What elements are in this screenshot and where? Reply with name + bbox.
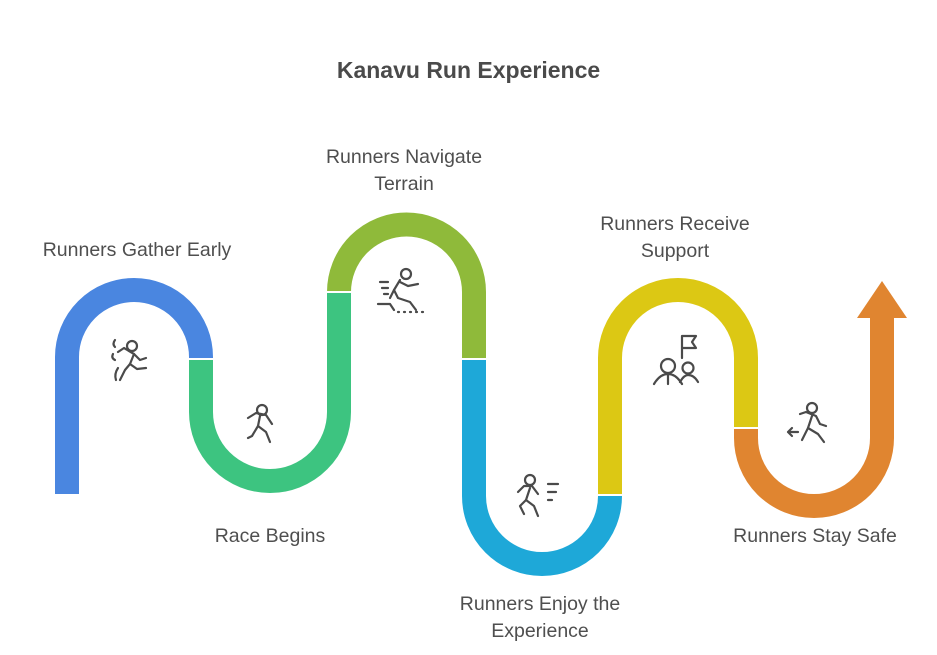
path-segment-race-begins <box>189 292 351 493</box>
path-segment-gather-early <box>55 278 213 494</box>
step-label-text: Runners Receive <box>600 213 750 235</box>
step-label-navigate-terrain: Runners Navigate Terrain <box>294 144 514 198</box>
step-label-race-begins: Race Begins <box>190 523 350 550</box>
runner-speed-icon <box>516 473 560 518</box>
step-label-stay-safe: Runners Stay Safe <box>710 523 920 550</box>
step-label-enjoy-experience: Runners Enjoy the Experience <box>425 591 655 645</box>
arrow-head <box>857 281 907 318</box>
runner-exit-icon <box>786 401 828 444</box>
step-label-text: Experience <box>491 620 589 642</box>
step-label-receive-support: Runners Receive Support <box>570 211 780 265</box>
step-label-text: Race Begins <box>214 525 326 547</box>
step-label-text: Runners Navigate <box>325 146 483 168</box>
step-label-text: Terrain <box>374 173 434 195</box>
step-label-text: Runners Enjoy the <box>459 593 621 615</box>
step-label-text: Runners Gather Early <box>42 239 232 261</box>
people-flag-icon <box>652 334 700 386</box>
runner-icon <box>111 338 148 382</box>
step-label-text: Support <box>640 240 710 262</box>
step-label-text: Runners Stay Safe <box>733 525 897 547</box>
runner-jumping-terrain-icon <box>376 267 425 314</box>
diagram-title: Kanavu Run Experience <box>336 57 601 83</box>
path-segment-navigate-terrain <box>327 212 486 359</box>
path-segment-receive-support <box>598 278 758 495</box>
step-label-gather-early: Runners Gather Early <box>22 237 252 264</box>
path-segment-stay-safe <box>734 316 894 518</box>
path-segment-enjoy-experience <box>462 359 622 576</box>
running-person-icon <box>246 403 274 444</box>
